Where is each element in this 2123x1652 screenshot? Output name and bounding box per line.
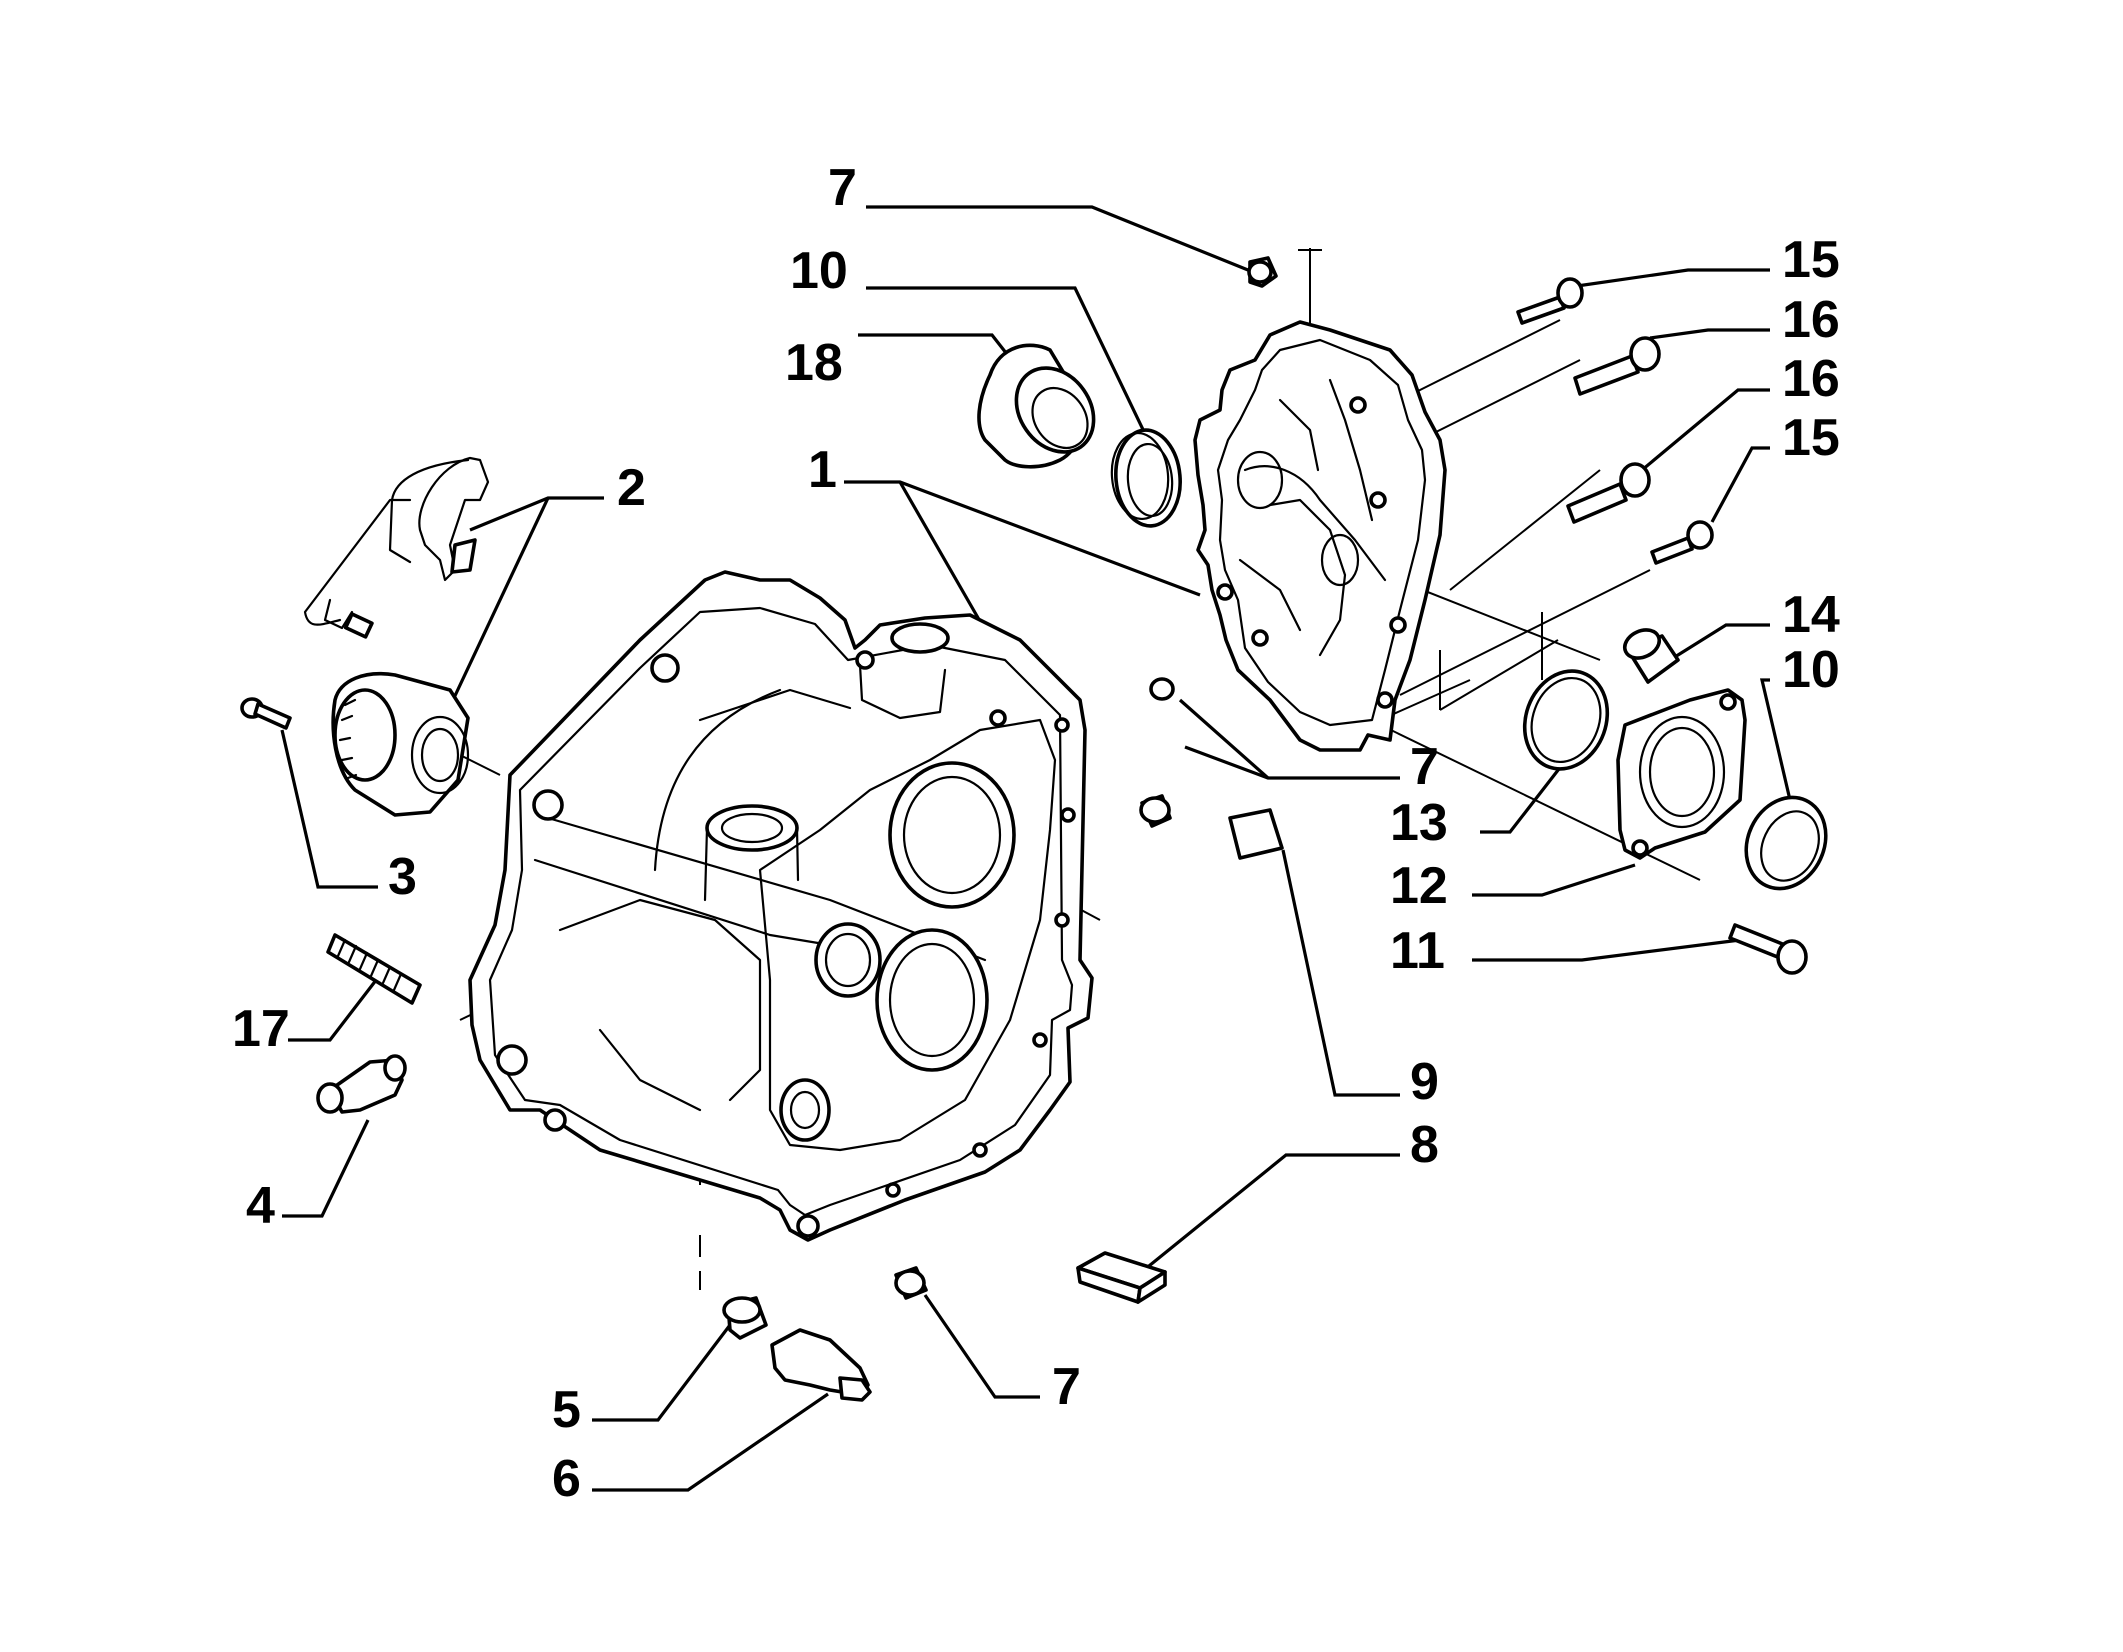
shim-9 (1228, 808, 1284, 860)
callout-4: 4 (246, 1177, 275, 1235)
callout-9: 9 (1410, 1053, 1439, 1111)
bolt-15-top (1516, 277, 1584, 325)
bush-7-top (1247, 256, 1278, 288)
callout-15-second: 15 (1782, 409, 1840, 467)
callout-14: 14 (1782, 586, 1840, 644)
bolt-11 (1728, 923, 1808, 975)
callout-7-bottom: 7 (1052, 1358, 1081, 1416)
oil-seal-10-right (1744, 795, 1828, 891)
oil-seal-10-top (1110, 428, 1182, 528)
bush-7-bottom (894, 1266, 928, 1300)
callout-8: 8 (1410, 1116, 1439, 1174)
callout-16-top: 16 (1782, 291, 1840, 349)
rear-cover (1193, 320, 1447, 752)
callout-6: 6 (552, 1450, 581, 1508)
callout-18: 18 (785, 334, 843, 392)
bush-14 (1622, 628, 1680, 684)
callout-5: 5 (552, 1381, 581, 1439)
stud-17 (326, 933, 422, 1005)
release-bearing-2 (303, 456, 490, 817)
gearbox-housing (468, 570, 1094, 1242)
callout-15-top: 15 (1782, 231, 1840, 289)
switch-4 (316, 1054, 407, 1114)
sensor-6 (770, 1328, 872, 1402)
callout-17: 17 (232, 1000, 290, 1058)
callout-7-middle: 7 (1410, 738, 1439, 796)
bolt-16-top (1573, 336, 1661, 396)
flange-cover-12 (1616, 688, 1747, 860)
callout-7-top: 7 (828, 159, 857, 217)
o-ring-13 (1522, 669, 1610, 771)
callout-1: 1 (808, 441, 837, 499)
cap-5 (722, 1296, 768, 1340)
bolt-15-second (1650, 520, 1714, 565)
callout-10-right: 10 (1782, 641, 1840, 699)
callout-13: 13 (1390, 794, 1448, 852)
callout-10-top: 10 (790, 242, 848, 300)
plug-18 (977, 343, 1096, 469)
bolt-3 (240, 697, 292, 730)
callout-labels: 7 10 18 1 2 3 17 4 5 6 7 7 8 9 11 12 13 … (232, 159, 1840, 1508)
pad-8 (1076, 1251, 1167, 1304)
callout-2: 2 (617, 459, 646, 517)
bush-7-middle (1139, 677, 1175, 828)
leader-lines (280, 205, 1792, 1492)
callout-11: 11 (1390, 922, 1445, 980)
bolt-16-second (1566, 462, 1651, 524)
callout-16-second: 16 (1782, 350, 1840, 408)
callout-3: 3 (388, 848, 417, 906)
callout-12: 12 (1390, 857, 1448, 915)
